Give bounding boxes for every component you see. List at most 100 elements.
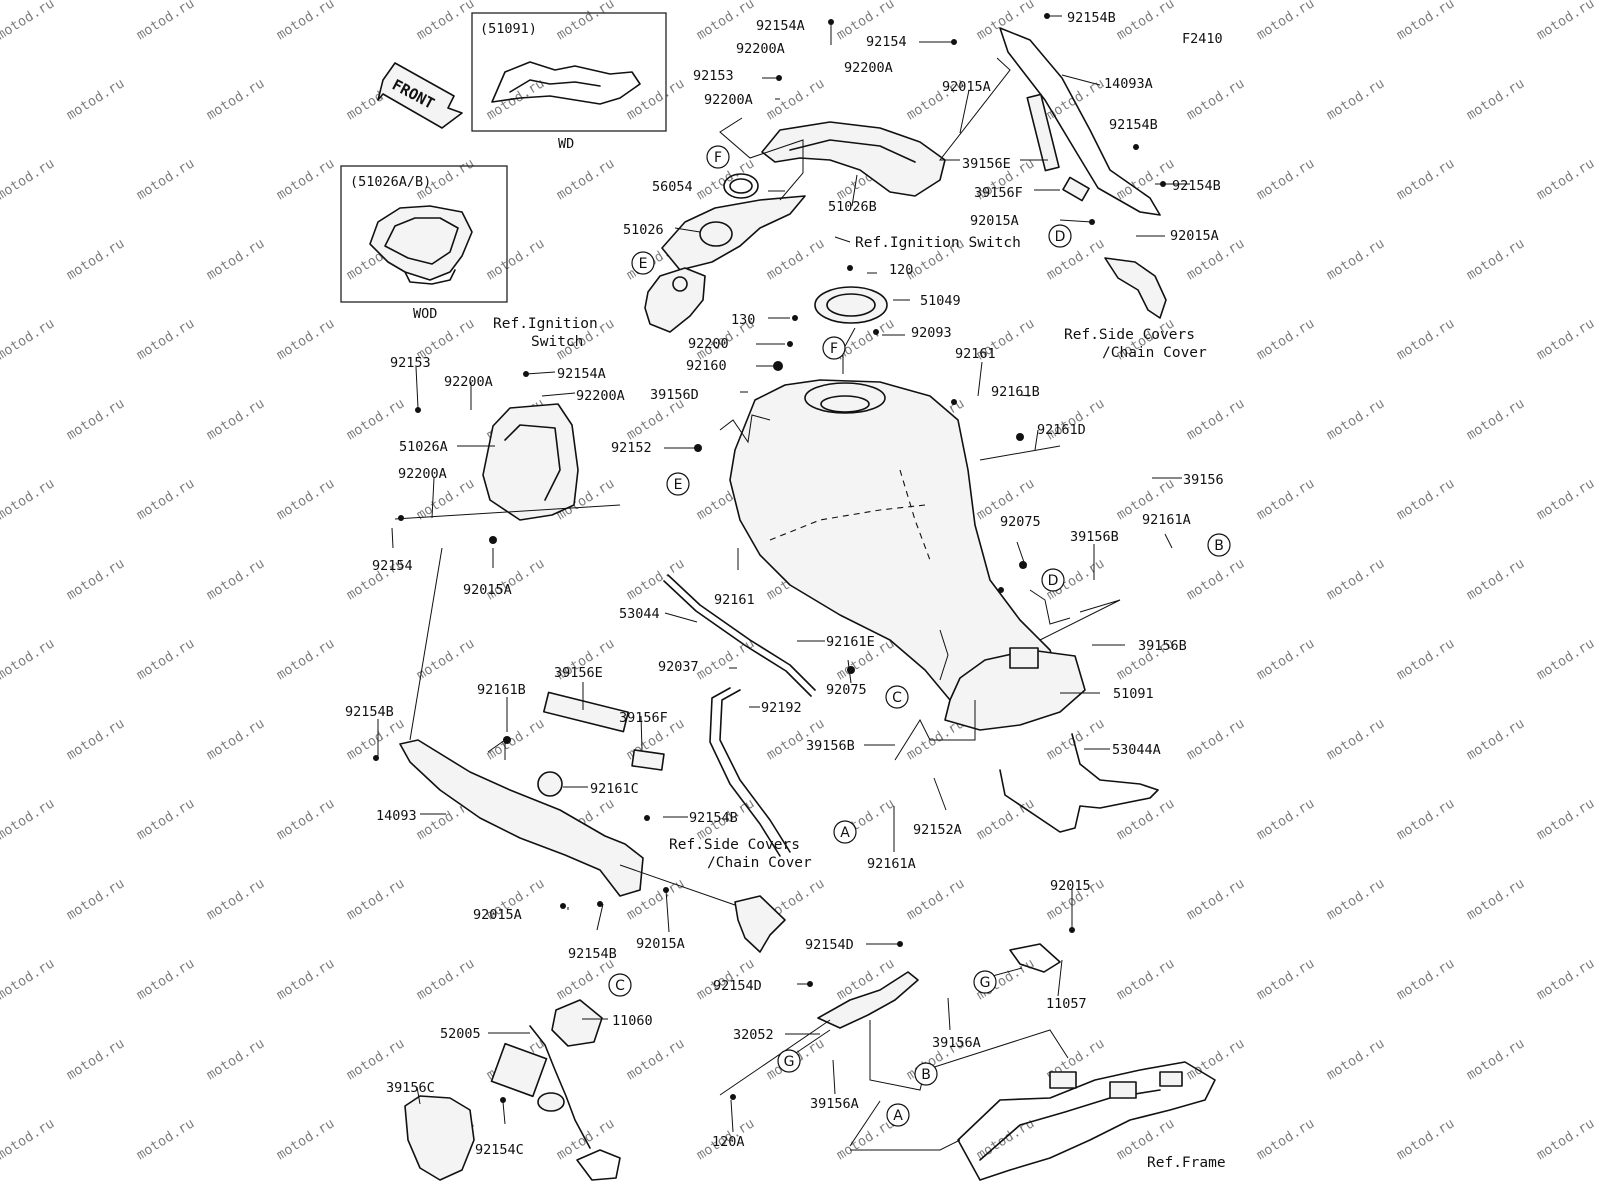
callout-label: 51091 [1113, 686, 1154, 702]
watermark-text: motod.ru [764, 75, 828, 123]
callout-label: 92153 [390, 355, 431, 371]
fuel-hose [709, 687, 791, 857]
watermark-text: motod.ru [484, 235, 548, 283]
watermark-text: motod.ru [64, 875, 128, 923]
callout-label: 92154D [805, 937, 854, 953]
callout-label: 92154B [1109, 117, 1158, 133]
callout-label: 92200A [704, 92, 753, 108]
watermark-text: motod.ru [1254, 635, 1318, 683]
front-arrow-icon: FRONT [377, 62, 463, 129]
filler-cap-plate [814, 286, 888, 324]
watermark-text: motod.ru [1254, 155, 1318, 203]
seal-strip-right [999, 733, 1159, 833]
callout-label: 92161A [867, 856, 916, 872]
circle-marker: F [822, 336, 846, 360]
callout-label: 39156 [1183, 472, 1224, 488]
watermark-text: motod.ru [1324, 235, 1388, 283]
variant-box-wod: (51026A/B) WOD [340, 165, 508, 322]
watermark-text: motod.ru [344, 1035, 408, 1083]
watermark-text: motod.ru [624, 1035, 688, 1083]
callout-label: 39156F [619, 710, 668, 726]
watermark-text: motod.ru [1184, 75, 1248, 123]
side-cover-bracket-right [1104, 257, 1167, 319]
callout-label: 92154B [345, 704, 394, 720]
watermark-text: motod.ru [1394, 1115, 1458, 1163]
watermark-text: motod.ru [1534, 955, 1598, 1003]
svg-text:D: D [1055, 229, 1066, 245]
svg-text:F: F [714, 150, 722, 166]
watermark-text: motod.ru [484, 1195, 548, 1200]
fastener-dots [373, 13, 1166, 1103]
ref-switch-note: Switch [531, 334, 583, 350]
circle-marker: D [1041, 568, 1065, 592]
callout-label: 39156B [1138, 638, 1187, 654]
callout-label: 39156C [386, 1080, 435, 1096]
callout-label: 92154D [713, 978, 762, 994]
callout-label: 53044A [1112, 742, 1161, 758]
figure-code: F2410 [1182, 31, 1223, 47]
side-cover-left-lower [399, 739, 644, 897]
watermark-text: motod.ru [64, 75, 128, 123]
watermark-text: motod.ru [1184, 1195, 1248, 1200]
circle-marker: A [886, 1103, 910, 1127]
circle-marker: E [631, 251, 655, 275]
watermark-text: motod.ru [624, 555, 688, 603]
watermark-text: motod.ru [1534, 315, 1598, 363]
variant-code-wd: (51091) [480, 21, 537, 37]
callout-label: 92200 [688, 336, 729, 352]
callout-label: 51049 [920, 293, 961, 309]
watermark-text: motod.ru [1184, 875, 1248, 923]
watermark-text: motod.ru [204, 875, 268, 923]
callout-label: 51026 [623, 222, 664, 238]
callout-label: 32052 [733, 1027, 774, 1043]
circle-marker: A [833, 820, 857, 844]
watermark-text: motod.ru [694, 0, 758, 43]
callout-label: 120A [712, 1134, 745, 1150]
watermark-text: motod.ru [904, 1195, 968, 1200]
fuel-pump-assembly [404, 999, 621, 1181]
watermark-text: motod.ru [204, 555, 268, 603]
watermark-text: motod.ru [204, 1035, 268, 1083]
watermark-text: motod.ru [1324, 555, 1388, 603]
watermark-text: motod.ru [64, 715, 128, 763]
watermark-text: motod.ru [1464, 395, 1528, 443]
callout-label: 11057 [1046, 996, 1087, 1012]
circle-marker: G [777, 1049, 801, 1073]
callout-label: 92200A [398, 466, 447, 482]
callout-label: 130 [731, 312, 755, 328]
watermark-text: motod.ru [624, 1195, 688, 1200]
watermark-text: motod.ru [0, 955, 57, 1003]
svg-text:E: E [674, 477, 683, 493]
side-cover-right-strip [999, 27, 1161, 216]
watermark-text: motod.ru [204, 235, 268, 283]
callout-label: 92015A [942, 79, 991, 95]
watermark-text: motod.ru [204, 395, 268, 443]
svg-text:B: B [921, 1067, 931, 1083]
svg-text:G: G [784, 1054, 795, 1070]
watermark-text: motod.ru [1534, 1115, 1598, 1163]
watermark-text: motod.ru [414, 0, 478, 43]
watermark-text: motod.ru [1184, 715, 1248, 763]
side-cover-left-upper [482, 403, 579, 521]
bumper-large [537, 771, 563, 797]
circle-marker: C [608, 973, 632, 997]
watermark-text: motod.ru [1534, 155, 1598, 203]
circle-marker: C [885, 685, 909, 709]
watermark-text: motod.ru [1464, 235, 1528, 283]
watermark-text: motod.ru [1254, 0, 1318, 43]
callout-label: 92161D [1037, 422, 1086, 438]
watermark-text: motod.ru [64, 1035, 128, 1083]
callout-label: 92154C [475, 1142, 524, 1158]
watermark-text: motod.ru [1534, 475, 1598, 523]
watermark-text: motod.ru [974, 0, 1038, 43]
svg-text:E: E [639, 256, 648, 272]
svg-text:F: F [830, 341, 838, 357]
watermark-text: motod.ru [554, 155, 618, 203]
watermark-text: motod.ru [1254, 315, 1318, 363]
svg-text:A: A [893, 1108, 903, 1124]
watermark-text: motod.ru [1324, 715, 1388, 763]
watermark-text: motod.ru [1534, 0, 1598, 43]
watermark-text: motod.ru [1184, 1035, 1248, 1083]
variant-caption-wod: WOD [413, 306, 437, 322]
